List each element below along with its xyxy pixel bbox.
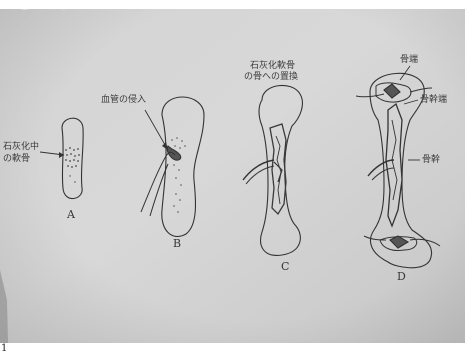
label-epiphysis: 骨端 [400,55,418,66]
label-metaphysis: 骨幹端 [420,95,447,106]
figure-letter-b: B [173,237,181,250]
figure-letter-a: A [67,208,75,221]
figure-letter-c: C [281,260,289,273]
label-diaphysis: 骨幹 [422,155,440,166]
label-calcifying-cartilage-line1: 石灰化中 [3,142,39,153]
bottom-white-border [0,343,465,356]
figure-letter-d: D [397,270,406,283]
label-calcifying-cartilage-line2: の軟骨 [3,154,30,165]
page-mark: 1 [1,343,7,354]
label-vascular-invasion: 血管の侵入 [101,95,146,106]
top-white-border [0,0,465,9]
label-calcified-cartilage-line1: 石灰化軟骨 [250,61,295,72]
label-calcified-cartilage-line2: の骨への置換 [244,72,298,83]
